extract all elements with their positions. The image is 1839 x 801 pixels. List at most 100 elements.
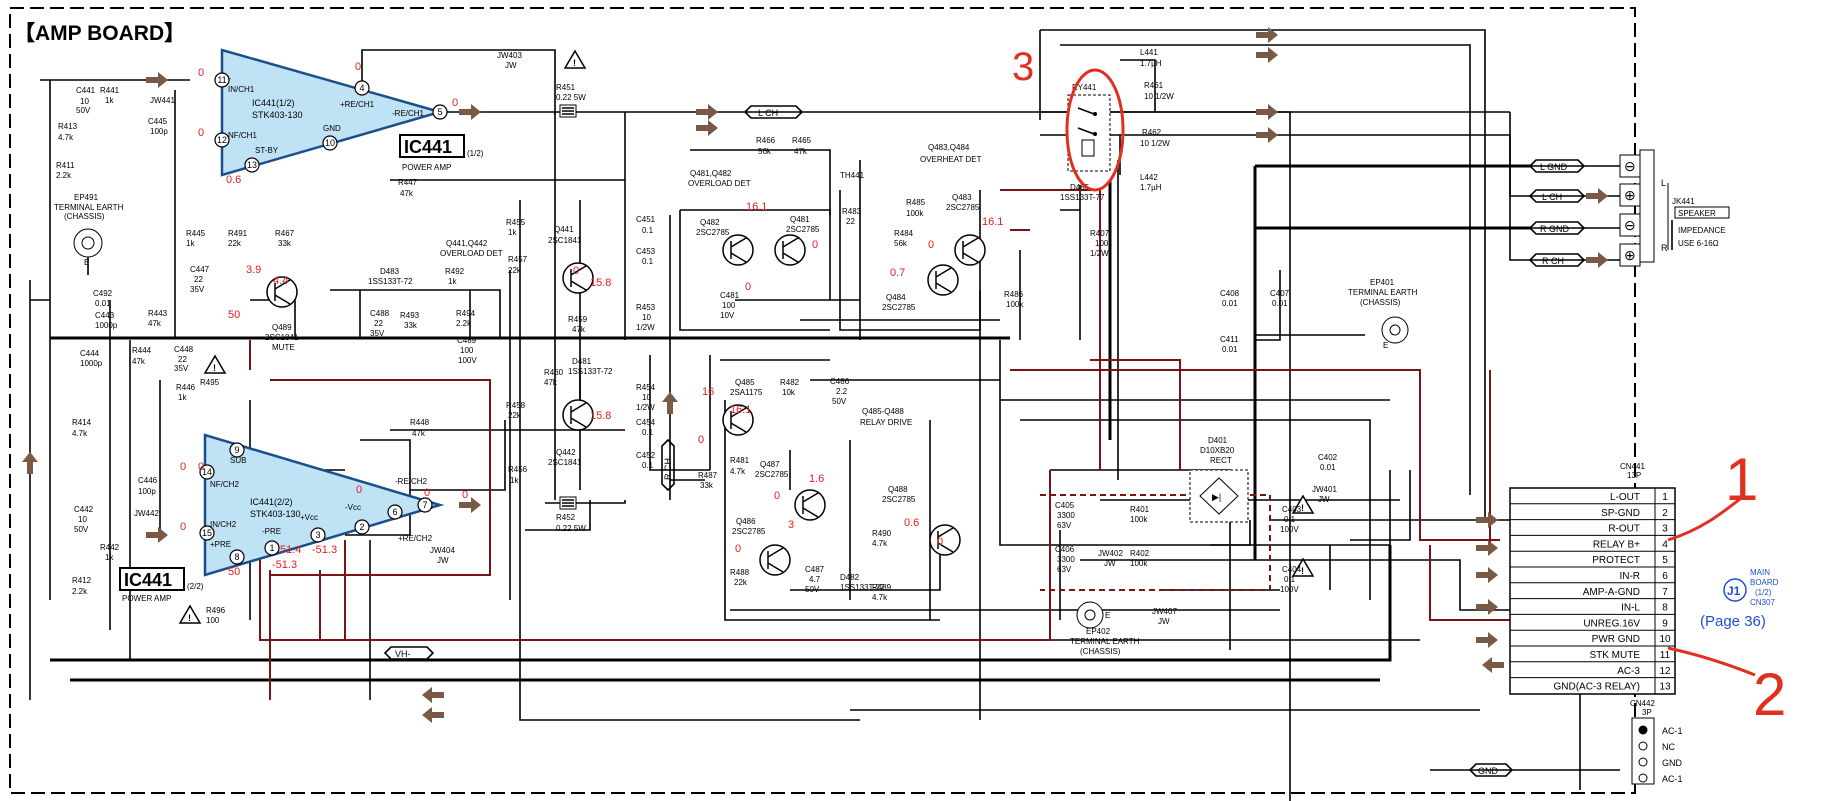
ic441-upper-pin-1: 11 xyxy=(217,75,226,85)
jk441-title: SPEAKER xyxy=(1678,209,1716,218)
ic441-badge-upper: IC441 (1/2) POWER AMP xyxy=(399,134,484,172)
label-r496: R496 xyxy=(206,606,226,615)
ic441-lower-pinlabel-9: -RE/CH2 xyxy=(395,477,428,486)
label-c481r: 10V xyxy=(720,311,735,320)
label-r452: R452 xyxy=(556,513,576,522)
label-r483v: 22 xyxy=(846,217,855,226)
label-r455v: 1k xyxy=(508,228,517,237)
main-board-ref[interactable]: J1 MAIN BOARD (1/2) CN307 (Page 36) xyxy=(1700,568,1779,630)
label-q486: Q486 xyxy=(736,517,756,526)
label-d485: D485 xyxy=(1070,183,1090,192)
jk441-r: R xyxy=(1661,243,1668,253)
label-c406: C406 xyxy=(1055,545,1075,554)
voltage-reading-23: 0 xyxy=(745,281,751,293)
label-r466: R466 xyxy=(756,136,776,145)
arrow-right-icon-5 xyxy=(1256,27,1278,43)
voltage-reading-6: 3.9 xyxy=(246,264,261,276)
label-jw403s: JW xyxy=(505,61,517,70)
label-c407: C407 xyxy=(1270,289,1290,298)
arrow-right-icon-2 xyxy=(459,104,481,120)
label-r457: R457 xyxy=(508,255,528,264)
label-r481: R481 xyxy=(730,456,750,465)
label-q487p: 2SC2785 xyxy=(755,470,789,479)
label-r457v: 22k xyxy=(508,266,522,275)
label-r495: R495 xyxy=(200,378,220,387)
label-q488: Q488 xyxy=(888,485,908,494)
voltage-reading-8: 50 xyxy=(228,309,240,321)
label-c443v: 1000p xyxy=(95,321,118,330)
arrow-right-icon-1 xyxy=(146,72,168,88)
ic441-lower-pin-1: 9 xyxy=(234,445,239,455)
ic441-lower-pin-3: 15 xyxy=(202,528,212,538)
label-r458: R458 xyxy=(506,401,526,410)
label-jw403: JW403 xyxy=(497,51,522,60)
label-c404: C404 xyxy=(1282,565,1302,574)
ic441-badge-lower-label: IC441 xyxy=(124,570,172,590)
label-q481p: 2SC2785 xyxy=(786,225,820,234)
cn442-pins: 3P xyxy=(1642,708,1652,717)
voltage-reading-11: 0 xyxy=(198,461,204,473)
label-r486v: 100k xyxy=(1006,300,1024,309)
arrow-right-icon-14 xyxy=(1476,540,1498,556)
label-d483p: 1SS133T-72 xyxy=(368,277,413,286)
label-q442: Q442 xyxy=(556,448,576,457)
label-r467: R467 xyxy=(275,229,295,238)
arrow-right-icon-11 xyxy=(146,527,168,543)
label-r488v: 22k xyxy=(734,578,748,587)
arrow-left-icon-3 xyxy=(422,707,444,723)
ic441-upper-pinlabel-4: +RE/CH1 xyxy=(340,100,375,109)
ic441-upper-pinlabel-6: GND xyxy=(323,124,341,133)
label-c405: C405 xyxy=(1055,501,1075,510)
cn441-label-9: UNREG.16V xyxy=(1583,618,1640,629)
label-d481: D481 xyxy=(572,357,592,366)
label-r459: R459 xyxy=(568,315,588,324)
cn441-label-3: R-OUT xyxy=(1608,524,1640,535)
label-c487r: 50V xyxy=(805,585,820,594)
label-ep401c: (CHASSIS) xyxy=(1360,298,1401,307)
label-c447v: 22 xyxy=(194,275,203,284)
ic441-upper-pinlabel-3: ST-BY xyxy=(255,146,279,155)
ic441-badge-lower: IC441 (2/2) POWER AMP xyxy=(119,567,204,603)
cn441-label-10: PWR GND xyxy=(1592,634,1640,645)
cn442-label-4: AC-1 xyxy=(1662,774,1683,784)
label-q485p: 2SA1175 xyxy=(730,388,763,397)
label-c408v: 0.01 xyxy=(1222,299,1238,308)
label-c441: C441 xyxy=(76,86,96,95)
label-c486v: 2.2 xyxy=(836,387,848,396)
cn441-label-2: SP-GND xyxy=(1601,508,1640,519)
voltage-reading-19: 15.8 xyxy=(590,410,611,422)
voltage-reading-17: 0 xyxy=(424,487,430,499)
label-r412v: 2.2k xyxy=(72,587,88,596)
ic441-badge-lower-suffix: (2/2) xyxy=(187,582,204,591)
label-c454: C454 xyxy=(636,418,656,427)
label-r401v: 100k xyxy=(1130,515,1148,524)
label-r443: R443 xyxy=(148,309,168,318)
label-jw407s: JW xyxy=(1158,617,1170,626)
cn441-pin-6: 6 xyxy=(1662,571,1668,582)
label-r414v: 4.7k xyxy=(72,429,88,438)
label-c488: C488 xyxy=(370,309,390,318)
label-jw441: JW441 xyxy=(150,96,175,105)
label-c405v: 3300 xyxy=(1057,511,1075,520)
ic441-lower-part: STK403-130 xyxy=(250,509,301,519)
main-board-page-link[interactable]: (Page 36) xyxy=(1700,613,1766,630)
label-r456: R456 xyxy=(508,465,528,474)
ic441-lower-pin-2: 14 xyxy=(202,467,212,477)
label-c404v: 0.1 xyxy=(1284,575,1296,584)
transistor-11 xyxy=(929,524,961,556)
label-r465v: 47k xyxy=(794,147,808,156)
label-q442p: 2SC1841 xyxy=(548,458,582,467)
net-rgnd: R GND xyxy=(1540,224,1570,234)
label-r446v: 1k xyxy=(178,393,187,402)
svg-text:!: ! xyxy=(213,363,216,373)
label-r493v: 33k xyxy=(404,321,418,330)
ic441-badge-upper-suffix: (1/2) xyxy=(467,149,484,158)
label-c442v: 10 xyxy=(78,515,87,524)
voltage-reading-36: 0 xyxy=(462,489,468,501)
label-r453r: 1/2W xyxy=(636,323,655,332)
label-c447: C447 xyxy=(190,265,210,274)
voltage-reading-25: 0 xyxy=(928,239,934,251)
ic441-upper-pin-2: 12 xyxy=(217,135,227,145)
ic441-lower-pin-5: 1 xyxy=(269,543,274,553)
label-q483q484: Q483,Q484 xyxy=(928,143,970,152)
